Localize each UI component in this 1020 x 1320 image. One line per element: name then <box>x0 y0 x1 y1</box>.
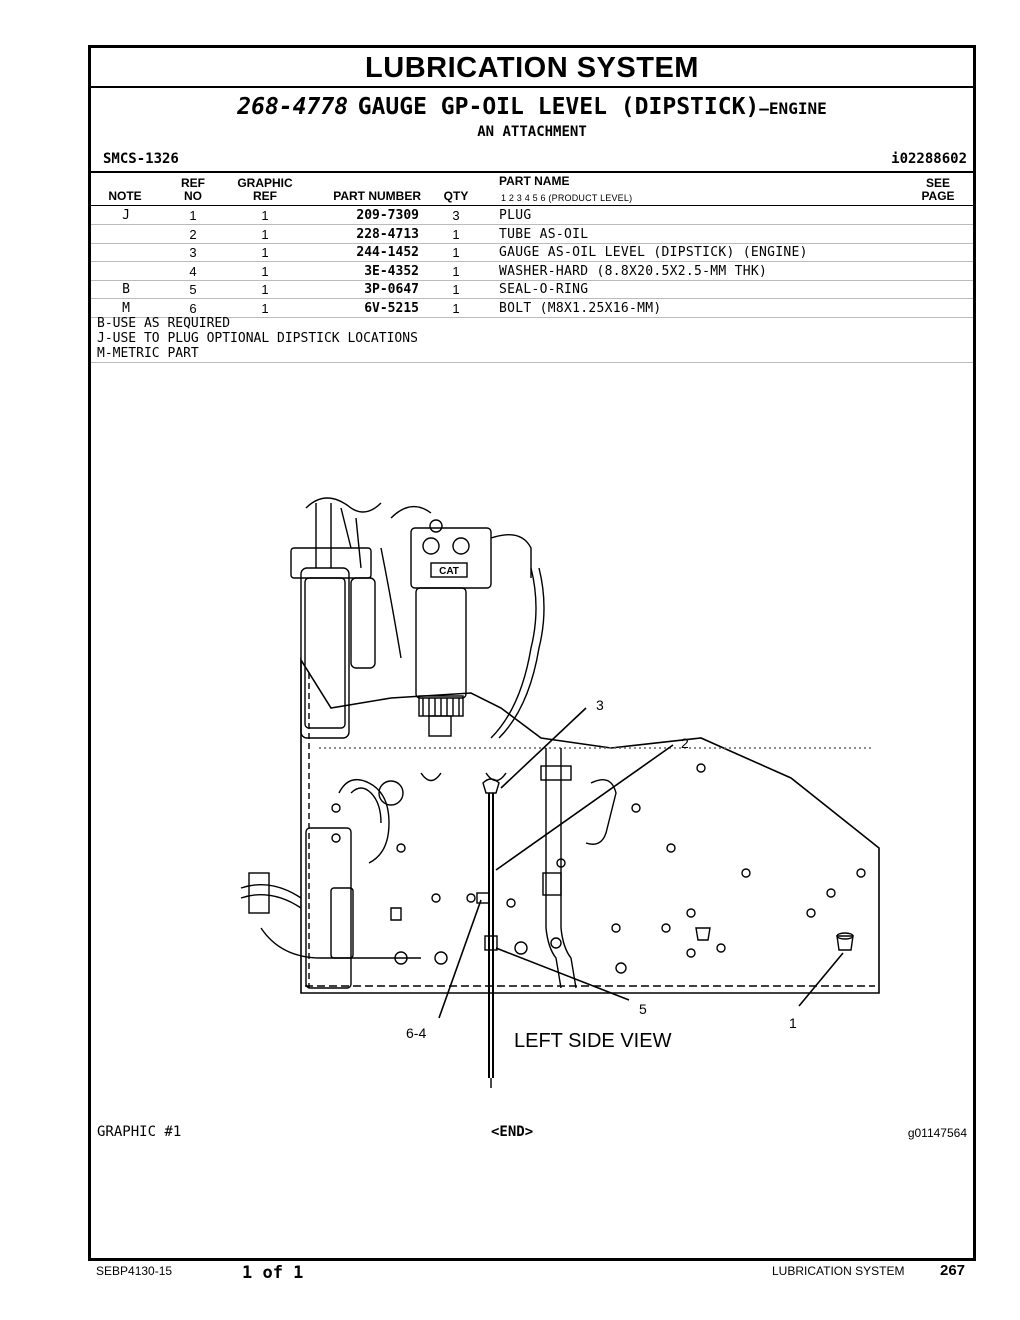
table-row: M 6 1 6V-5215 1 BOLT (M8X1.25X16-MM) <box>91 299 973 318</box>
col-qty: QTY <box>443 189 469 203</box>
cell-graphic: 1 <box>261 282 269 297</box>
callout-6-4: 6-4 <box>406 1025 426 1041</box>
notes-list: B-USE AS REQUIRED J-USE TO PLUG OPTIONAL… <box>97 316 418 361</box>
cell-part-number: 6V-5215 <box>364 300 419 316</box>
cell-ref: 4 <box>189 263 197 279</box>
notes-divider <box>91 362 973 363</box>
callout-5: 5 <box>639 1001 647 1017</box>
cell-name: BOLT (M8X1.25X16-MM) <box>499 300 662 316</box>
col-note: NOTE <box>108 189 142 203</box>
col-ref-top: REF <box>181 176 205 190</box>
cell-ref: 6 <box>189 300 197 316</box>
graphic-label: GRAPHIC #1 <box>97 1124 182 1140</box>
cell-qty: 1 <box>452 263 460 279</box>
page-frame: LUBRICATION SYSTEM 268-4778 GAUGE GP-OIL… <box>88 45 976 1261</box>
cell-ref: 2 <box>189 226 197 242</box>
cell-part-number: 3E-4352 <box>364 263 419 279</box>
footer-doc-number: SEBP4130-15 <box>96 1264 173 1278</box>
cell-part-number: 244-1452 <box>356 245 419 260</box>
cell-name: SEAL-O-RING <box>499 282 589 297</box>
group-heading: 268-4778 GAUGE GP-OIL LEVEL (DIPSTICK)—E… <box>91 94 973 120</box>
cell-name: WASHER-HARD (8.8X20.5X2.5-MM THK) <box>499 263 768 279</box>
group-suffix: ENGINE <box>768 99 827 118</box>
table-row: 4 1 3E-4352 1 WASHER-HARD (8.8X20.5X2.5-MM T… <box>91 262 973 281</box>
cell-part-number: 209-7309 <box>356 208 419 223</box>
illustration-id: i02288602 <box>891 151 967 167</box>
cell-note: M <box>122 300 130 316</box>
section-title: LUBRICATION SYSTEM <box>91 48 973 88</box>
group-dash: — <box>759 99 769 118</box>
attachment-label: AN ATTACHMENT <box>477 124 587 140</box>
group-name: GAUGE GP-OIL LEVEL (DIPSTICK) <box>357 94 760 120</box>
cell-graphic: 1 <box>261 226 269 242</box>
table-row: 2 1 228-4713 1 TUBE AS-OIL <box>91 225 973 244</box>
callout-2: 2 <box>681 735 689 751</box>
col-part-name: PART NAME <box>499 174 570 188</box>
cell-graphic: 1 <box>261 208 269 223</box>
view-label: LEFT SIDE VIEW <box>514 1030 672 1052</box>
smcs-code: SMCS-1326 <box>103 151 179 167</box>
cell-note: J <box>122 208 130 223</box>
cell-graphic: 1 <box>261 245 269 260</box>
cell-part-number: 3P-0647 <box>364 282 419 297</box>
col-graphic-bottom: REF <box>253 189 277 203</box>
cell-graphic: 1 <box>261 300 269 316</box>
column-header-divider <box>91 205 973 206</box>
cell-ref: 1 <box>189 208 197 223</box>
cell-name: PLUG <box>499 208 532 223</box>
cell-qty: 3 <box>452 208 460 223</box>
callout-1: 1 <box>789 1015 797 1031</box>
cell-name: TUBE AS-OIL <box>499 226 589 242</box>
cell-part-number: 228-4713 <box>356 226 419 242</box>
note-item: M-METRIC PART <box>97 346 199 361</box>
col-see-top: SEE <box>925 176 950 190</box>
footer-section: LUBRICATION SYSTEM <box>772 1264 905 1278</box>
callout-3: 3 <box>596 697 604 713</box>
group-part-number: 268-4778 <box>237 94 349 120</box>
product-level-legend: 1 2 3 4 5 6 (PRODUCT LEVEL) <box>501 193 633 203</box>
header-divider <box>91 171 973 173</box>
cell-name: GAUGE AS-OIL LEVEL (DIPSTICK) (ENGINE) <box>499 245 808 260</box>
cell-ref: 3 <box>189 245 197 260</box>
cell-qty: 1 <box>452 226 460 242</box>
table-row: J 1 1 209-7309 3 PLUG <box>91 206 973 225</box>
cell-qty: 1 <box>452 245 460 260</box>
engine-illustration: CAT <box>240 497 880 1088</box>
cell-ref: 5 <box>189 282 197 297</box>
end-marker: <END> <box>491 1124 534 1140</box>
cell-note: B <box>122 282 130 297</box>
table-row: 3 1 244-1452 1 GAUGE AS-OIL LEVEL (DIPSTICK)… <box>91 243 973 262</box>
cat-logo-plate <box>430 562 468 578</box>
cell-graphic: 1 <box>261 263 269 279</box>
cell-qty: 1 <box>452 282 460 297</box>
col-see-bottom: PAGE <box>921 189 955 203</box>
footer-page-number: 267 <box>940 1262 966 1279</box>
col-graphic-top: GRAPHIC <box>237 176 293 190</box>
table-row: B 5 1 3P-0647 1 SEAL-O-RING <box>91 280 973 299</box>
col-part-number: PART NUMBER <box>333 189 421 203</box>
graphic-id: g01147564 <box>907 1126 967 1140</box>
note-item: B-USE AS REQUIRED <box>97 316 231 331</box>
cell-qty: 1 <box>452 300 460 316</box>
col-ref-bottom: NO <box>184 189 202 203</box>
note-item: J-USE TO PLUG OPTIONAL DIPSTICK LOCATION… <box>97 331 418 346</box>
footer-page-of: 1 of 1 <box>242 1263 304 1283</box>
cat-logo: CAT <box>439 566 459 577</box>
